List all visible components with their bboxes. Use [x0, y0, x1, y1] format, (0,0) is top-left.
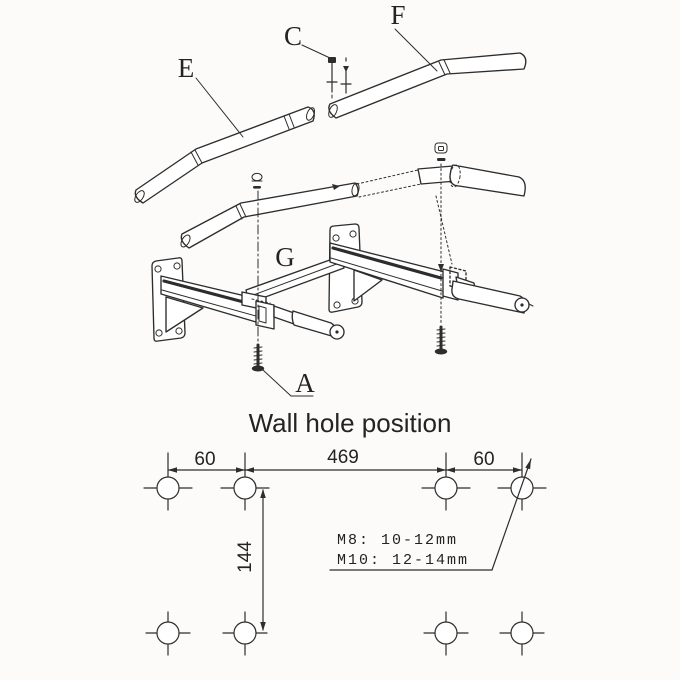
receiver-left — [255, 300, 275, 330]
wall-hole-title: Wall hole position — [249, 408, 452, 438]
label-e-group: E — [178, 53, 244, 138]
leader-c — [301, 44, 331, 59]
dim-center: 469 — [327, 447, 359, 468]
arm-top-stripe — [162, 279, 257, 307]
dim-right: 60 — [473, 449, 494, 470]
mid-bar-grip-right — [449, 164, 526, 197]
part-label-g: G — [275, 242, 295, 272]
plate-hole — [333, 301, 341, 309]
bar-e-open-end — [305, 107, 316, 121]
bolt-a-right-head — [434, 348, 448, 355]
dip-shaft-left — [273, 305, 295, 325]
hole-row-top — [143, 452, 547, 511]
dip-grip-left — [291, 310, 336, 338]
hidden-alignment-line — [435, 195, 453, 265]
top-bar-f — [328, 52, 527, 119]
label-c-group: C — [284, 21, 331, 59]
bracket-arm-right — [329, 242, 534, 314]
bar-mark — [332, 184, 340, 190]
bar-e-end-cap — [134, 190, 145, 203]
dim-vertical: 144 — [235, 541, 256, 573]
grip-hidden-joint — [449, 164, 461, 188]
note-m10: M10: 12-14mm — [337, 552, 469, 569]
mid-bar-right — [356, 164, 526, 265]
plate-hole — [154, 265, 162, 273]
leader-a — [262, 369, 314, 397]
plate-hole — [173, 262, 181, 270]
part-label-f: F — [390, 0, 405, 30]
receiver-right-hidden — [449, 266, 467, 291]
bar-f-open-end — [328, 104, 338, 118]
part-label-a: A — [295, 368, 315, 398]
plate-hole — [175, 327, 183, 335]
fastener-right — [434, 142, 448, 355]
axis-arrow-right — [438, 264, 444, 272]
nut-left — [251, 172, 263, 182]
note-leader — [491, 458, 532, 571]
gusset-left — [165, 296, 204, 333]
arm-top-stripe — [331, 246, 443, 280]
part-label-e: E — [178, 53, 195, 83]
plate-hole — [332, 234, 340, 242]
fastener-left — [251, 172, 265, 372]
bracket-arm-left — [160, 275, 345, 340]
mid-bar-left — [180, 182, 360, 249]
washer-right — [437, 158, 446, 161]
mid-bar-end-cap — [180, 234, 191, 248]
dim-left: 60 — [194, 449, 215, 470]
part-label-c: C — [284, 21, 302, 51]
leader-f — [394, 28, 438, 72]
note-arrow — [525, 459, 531, 470]
plate-hole — [349, 230, 357, 238]
gusset-right — [353, 269, 383, 302]
note-m8: M8: 10-12mm — [337, 532, 458, 549]
leader-e — [195, 77, 244, 138]
dimension-vertical: 144 — [235, 489, 266, 631]
label-f-group: F — [390, 0, 438, 72]
top-bar-e — [134, 106, 316, 204]
washer-left — [253, 186, 261, 189]
drill-note: M8: 10-12mm M10: 12-14mm — [329, 458, 532, 571]
nut-right — [434, 142, 448, 154]
label-a-group: A — [262, 368, 315, 398]
screw-tip — [343, 66, 349, 72]
dip-grip-right — [451, 280, 526, 314]
screws-c — [326, 57, 352, 99]
dimension-horizontal: 60 469 60 — [167, 447, 523, 473]
hole-row-bottom — [145, 611, 545, 656]
bolt-a-left-head — [251, 365, 265, 372]
plate-hole — [155, 329, 163, 337]
wall-hole-drawing: Wall hole position 60 469 60 144 — [143, 408, 547, 656]
